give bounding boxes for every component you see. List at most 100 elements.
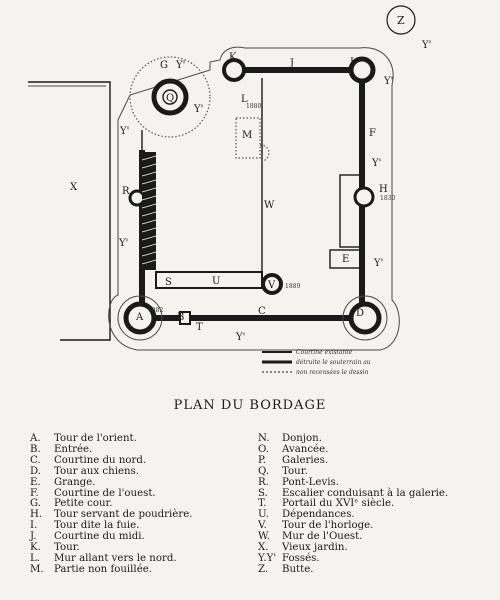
legend-key: X. bbox=[258, 542, 269, 554]
legend-item: Y.Y'Fossés. bbox=[258, 552, 498, 565]
legend-key: M. bbox=[30, 563, 44, 575]
legend-item: F. Courtine de l'ouest. bbox=[30, 487, 250, 500]
legend-key: V. bbox=[258, 520, 267, 532]
tower-r bbox=[128, 189, 146, 207]
tower-k bbox=[222, 58, 246, 82]
legend-left: A. Tour de l'orient. B. Entrée. C. Courtine d… bbox=[30, 433, 250, 576]
label-g: G bbox=[160, 60, 168, 71]
dependencies-u bbox=[155, 271, 263, 289]
legend-text: Entrée. bbox=[54, 443, 93, 455]
legend-text: Tour servant de poudrière. bbox=[54, 509, 193, 521]
legend-key: Y.Y' bbox=[258, 552, 277, 564]
label-v: V bbox=[267, 280, 276, 291]
legend-key: D. bbox=[30, 465, 42, 477]
label-f: F bbox=[369, 128, 376, 139]
annotation-line-3: non recensées le dessin bbox=[296, 369, 368, 376]
label-w: W bbox=[264, 200, 275, 211]
legend-text: Dépendances. bbox=[282, 509, 355, 521]
legend-key: T. bbox=[258, 498, 267, 510]
label-m: M bbox=[242, 130, 252, 141]
label-e: E bbox=[342, 254, 349, 265]
plan-title: PLAN DU BORDAGE bbox=[173, 398, 327, 413]
tower-v bbox=[261, 273, 283, 295]
legend-item: T. Portail du XVIᵉ siècle. bbox=[258, 499, 498, 510]
legend-text: Courtine du midi. bbox=[54, 531, 145, 543]
label-s: S bbox=[165, 277, 172, 288]
legend-text: Tour. bbox=[54, 542, 80, 554]
legend-text: Tour de l'orient. bbox=[54, 433, 137, 444]
moat-outline bbox=[108, 46, 400, 351]
tower-q bbox=[151, 78, 189, 116]
legend-text: Petite cour. bbox=[54, 498, 113, 510]
legend-key: O. bbox=[258, 443, 269, 455]
legend-key: A. bbox=[30, 433, 41, 444]
date-v: 1889 bbox=[285, 283, 300, 290]
legend-text: Portail du XVIᵉ siècle. bbox=[282, 498, 395, 510]
label-i: I bbox=[350, 57, 354, 68]
legend-text: Butte. bbox=[282, 563, 314, 575]
legend-key: U. bbox=[258, 509, 269, 521]
entrance-b bbox=[179, 311, 191, 325]
label-z: Z bbox=[397, 14, 405, 27]
legend-text: Vieux jardin. bbox=[282, 542, 348, 554]
legend-item: I.Tour dite la fuie. bbox=[30, 520, 250, 532]
legend-item: A. Tour de l'orient. bbox=[30, 433, 250, 445]
legend-item: O.Avancée. bbox=[258, 443, 498, 456]
label-y-9: Y' bbox=[175, 60, 185, 71]
label-y-3: Y' bbox=[371, 158, 381, 169]
legend-item: K.Tour. bbox=[30, 542, 250, 554]
grange-e-block bbox=[329, 249, 363, 269]
label-k: K bbox=[229, 52, 237, 63]
label-h: H bbox=[379, 184, 388, 195]
legend-key: C. bbox=[30, 454, 41, 466]
garden-boundary bbox=[28, 81, 111, 341]
legend-key: G. bbox=[30, 498, 42, 510]
label-y-5: Y' bbox=[235, 332, 245, 343]
label-y-7: Y' bbox=[421, 40, 431, 51]
legend-text: Escalier conduisant à la galerie. bbox=[282, 487, 449, 499]
legend-text: Mur allant vers le nord. bbox=[54, 552, 177, 564]
legend-key: W. bbox=[258, 531, 270, 543]
legend-key: E. bbox=[30, 476, 41, 488]
legend-item: P. Galeries. bbox=[258, 454, 498, 467]
tower-q-inner bbox=[162, 89, 178, 105]
tower-d bbox=[348, 301, 382, 335]
legend-key: F. bbox=[30, 487, 39, 499]
legend-key: P. bbox=[258, 454, 267, 466]
label-y-8: Y' bbox=[193, 104, 203, 115]
label-b: B bbox=[177, 312, 184, 323]
date-h: 1830 bbox=[380, 195, 395, 202]
tower-q-surround bbox=[129, 56, 211, 138]
label-q: Q bbox=[166, 93, 174, 104]
legend-text: Tour dite la fuie. bbox=[54, 520, 140, 532]
legend-item: W.Mur de l'Ouest. bbox=[258, 531, 498, 543]
label-u: U bbox=[212, 276, 220, 287]
butte-z bbox=[386, 5, 416, 35]
legend-item: V. Tour de l'horloge. bbox=[258, 520, 498, 532]
annotation-line-1: Courtine existante bbox=[296, 349, 353, 356]
legend-key: B. bbox=[30, 443, 41, 455]
legend-text: Courtine de l'ouest. bbox=[54, 487, 156, 499]
label-y-6: Y' bbox=[383, 76, 393, 87]
legend-key: N. bbox=[258, 433, 270, 444]
legend-key: R. bbox=[258, 476, 269, 488]
label-t: T bbox=[196, 322, 203, 333]
label-y-2: Y' bbox=[118, 238, 128, 249]
tower-a-outer bbox=[117, 295, 163, 341]
date-l: 1880 bbox=[246, 103, 261, 110]
legend-key: H. bbox=[30, 509, 43, 521]
legend-text: Partie non fouillée. bbox=[54, 563, 152, 575]
galleries-hatch bbox=[141, 155, 157, 265]
legend-text: Galeries. bbox=[282, 454, 329, 466]
legend-text: Tour de l'horloge. bbox=[282, 520, 374, 532]
unexcavated-m bbox=[235, 117, 261, 159]
unexcavated-m-apse bbox=[259, 144, 270, 163]
legend-item: M. Partie non fouillée. bbox=[30, 563, 250, 576]
castle-plan: X Z A B C D E F G H I J K L M Q R S T U … bbox=[28, 5, 431, 376]
legend-item: Z.Butte. bbox=[258, 563, 498, 576]
legend-key: Q. bbox=[258, 465, 270, 477]
label-r: R bbox=[122, 186, 130, 197]
tower-top-right bbox=[348, 56, 376, 84]
legend-item: Q.Tour. bbox=[258, 465, 498, 478]
legend-item: G. Petite cour. bbox=[30, 499, 250, 510]
